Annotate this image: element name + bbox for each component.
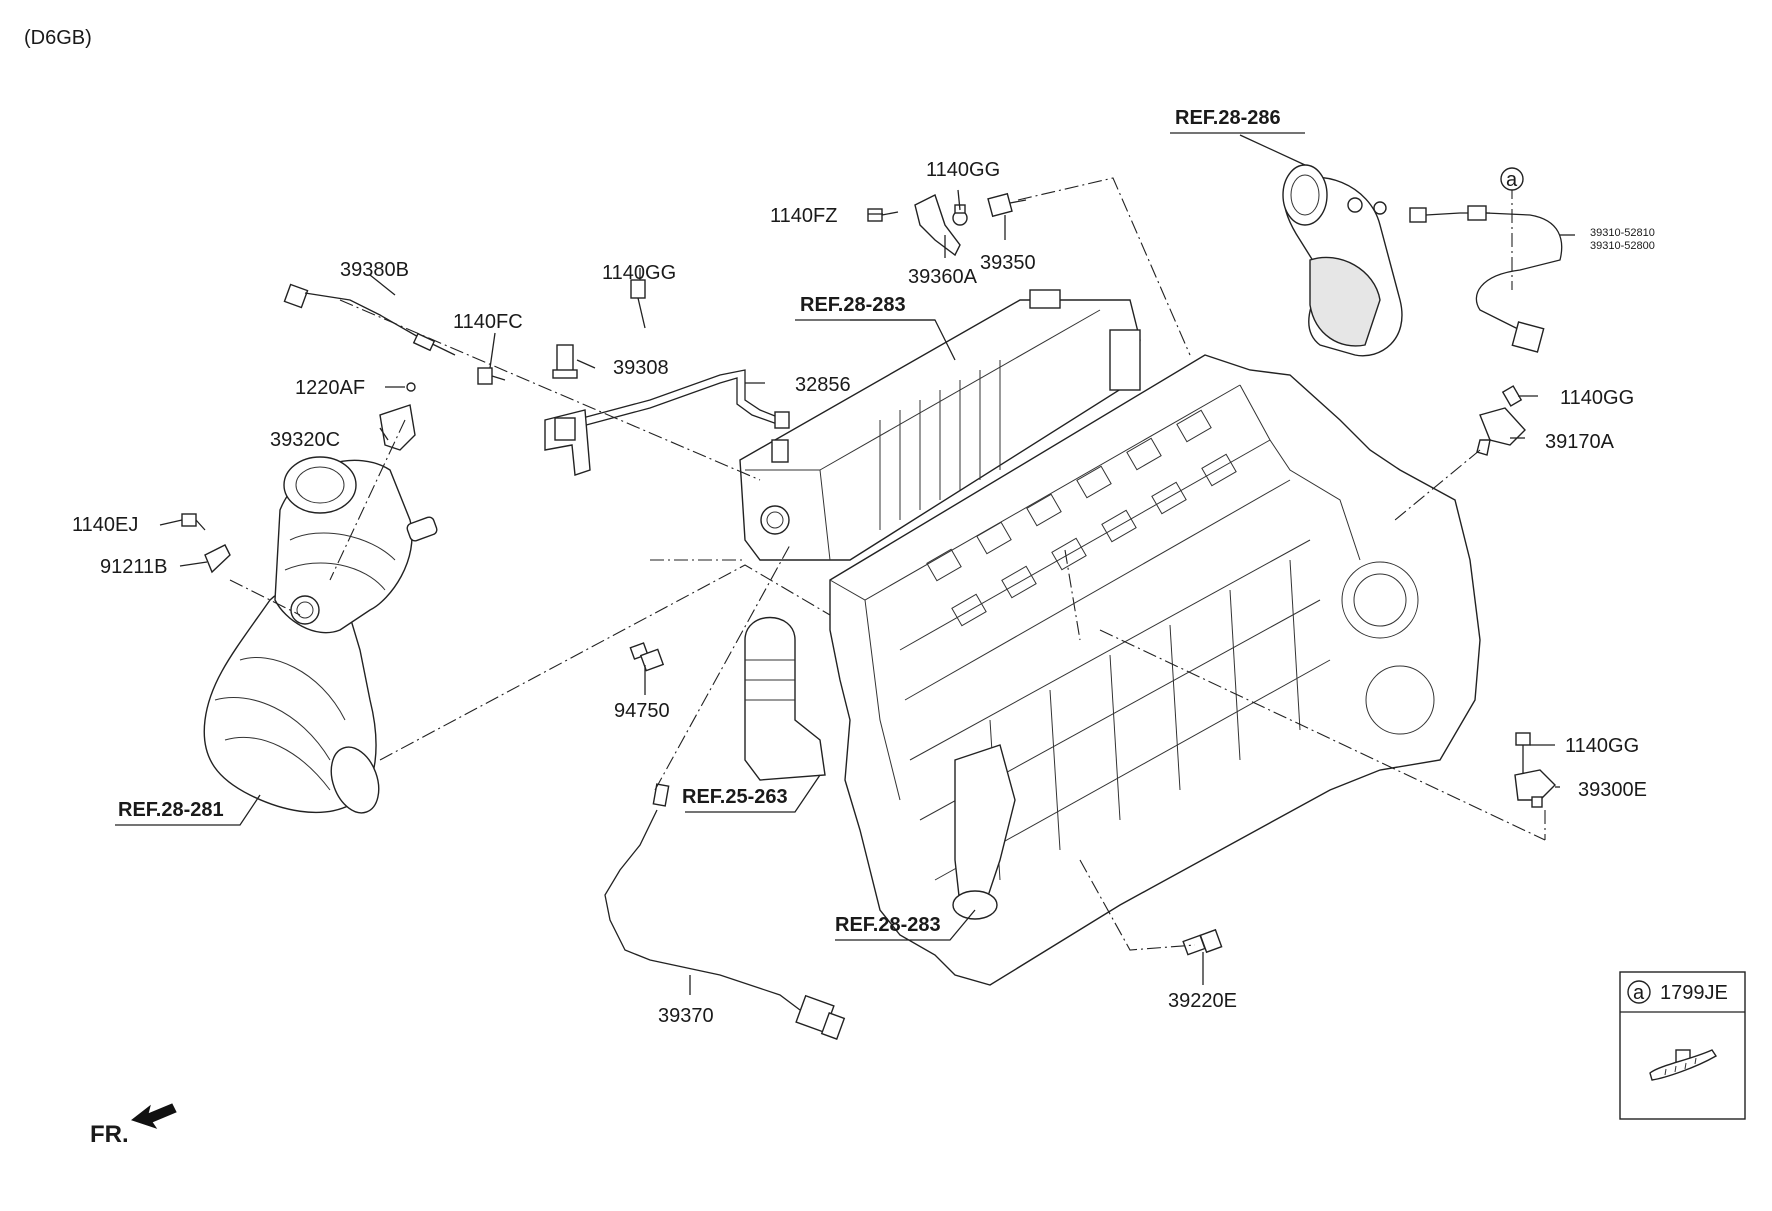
egr-cooler <box>739 289 1141 561</box>
turbo-elbow-pipe <box>1282 164 1403 357</box>
part-labels[interactable]: 1140GG 1140FZ 39360A 39350 39380B 1140GG… <box>72 159 1655 1027</box>
front-arrow-icon <box>130 1103 177 1129</box>
part-label-39220e[interactable]: 39220E <box>1168 990 1237 1012</box>
callout-ref-28-283-bottom[interactable]: REF.28-283 <box>835 914 941 936</box>
part-label-32856[interactable]: 32856 <box>795 374 851 396</box>
engine-code: (D6GB) <box>24 27 92 49</box>
inset-box-1799je[interactable]: a 1799JE <box>1619 971 1746 1120</box>
part-label-1140gg-right[interactable]: 1140GG <box>1560 387 1634 409</box>
part-label-39310-52800[interactable]: 39310-52800 <box>1590 240 1655 252</box>
part-label-1140fz[interactable]: 1140FZ <box>770 205 837 227</box>
callout-ref-28-286[interactable]: REF.28-286 <box>1175 107 1281 129</box>
inset-marker: a <box>1633 982 1645 1004</box>
part-label-94750[interactable]: 94750 <box>614 700 670 722</box>
callout-ref-25-263[interactable]: REF.25-263 <box>682 786 788 808</box>
part-label-39308[interactable]: 39308 <box>613 357 669 379</box>
part-label-1220af[interactable]: 1220AF <box>295 377 365 399</box>
part-label-91211b[interactable]: 91211B <box>100 556 167 578</box>
part-label-39300e[interactable]: 39300E <box>1578 779 1647 801</box>
front-direction-indicator: FR. <box>90 1103 177 1148</box>
part-label-39380b[interactable]: 39380B <box>340 259 409 281</box>
part-label-1140gg-top[interactable]: 1140GG <box>926 159 1000 181</box>
component-parts <box>181 192 1563 1040</box>
intake-hose <box>203 456 438 814</box>
marker-a-label: a <box>1506 169 1518 191</box>
part-label-39310-52810[interactable]: 39310-52810 <box>1590 227 1655 239</box>
engine-block <box>744 354 1481 986</box>
part-label-1140gg-mid[interactable]: 1140GG <box>602 262 676 284</box>
front-label: FR. <box>90 1121 129 1148</box>
part-label-1140ej[interactable]: 1140EJ <box>72 514 138 536</box>
part-label-39370[interactable]: 39370 <box>658 1005 714 1027</box>
ref-callouts[interactable]: REF.28-286 REF.28-283 REF.28-281 REF.25-… <box>118 107 1305 936</box>
part-label-39350[interactable]: 39350 <box>980 252 1036 274</box>
part-label-39170a[interactable]: 39170A <box>1545 431 1615 453</box>
callout-ref-28-283-top[interactable]: REF.28-283 <box>800 294 906 316</box>
reference-lines <box>229 177 1546 951</box>
inset-part-label[interactable]: 1799JE <box>1660 982 1728 1004</box>
callout-ref-28-281[interactable]: REF.28-281 <box>118 799 224 821</box>
part-label-1140fc[interactable]: 1140FC <box>453 311 523 333</box>
part-label-1140gg-lower[interactable]: 1140GG <box>1565 735 1639 757</box>
part-label-39320c[interactable]: 39320C <box>270 429 340 451</box>
part-label-39360a[interactable]: 39360A <box>908 266 978 288</box>
